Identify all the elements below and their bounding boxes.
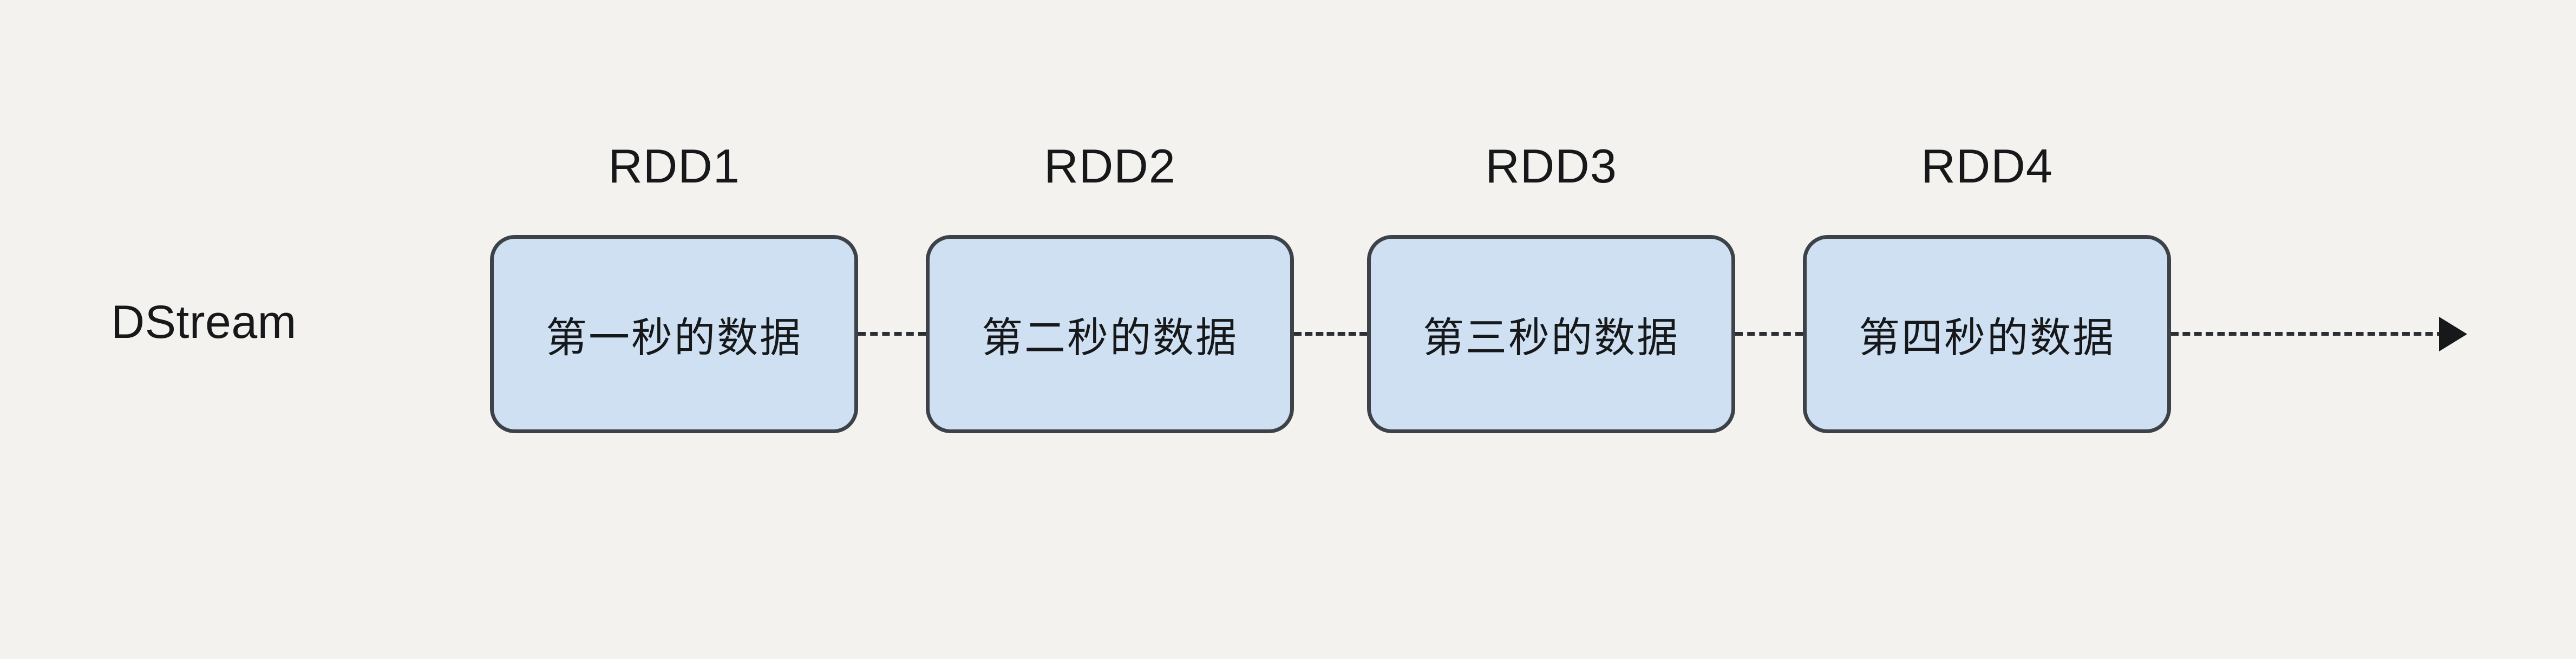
rdd-box-3-text: 第三秒的数据 (1423, 314, 1679, 362)
rdd-label-3: RDD3 (1485, 139, 1617, 193)
rdd-box-1[interactable]: 第一秒的数据 (490, 235, 858, 433)
rdd-box-1-text: 第一秒的数据 (546, 314, 802, 362)
connector-2-to-3 (1294, 332, 1367, 336)
dstream-label: DStream (111, 296, 297, 348)
rdd-box-4[interactable]: 第四秒的数据 (1803, 235, 2171, 433)
connector-4-to-continuation (2171, 332, 2444, 336)
connector-3-to-4 (1735, 332, 1803, 336)
connector-1-to-2 (858, 332, 926, 336)
rdd-label-2: RDD2 (1044, 139, 1176, 193)
rdd-box-3[interactable]: 第三秒的数据 (1367, 235, 1735, 433)
rdd-box-2-text: 第二秒的数据 (982, 314, 1238, 362)
arrow-right-icon (2439, 317, 2467, 351)
rdd-label-1: RDD1 (608, 139, 740, 193)
rdd-box-2[interactable]: 第二秒的数据 (926, 235, 1294, 433)
rdd-label-4: RDD4 (1921, 139, 2053, 193)
rdd-box-4-text: 第四秒的数据 (1859, 314, 2115, 362)
